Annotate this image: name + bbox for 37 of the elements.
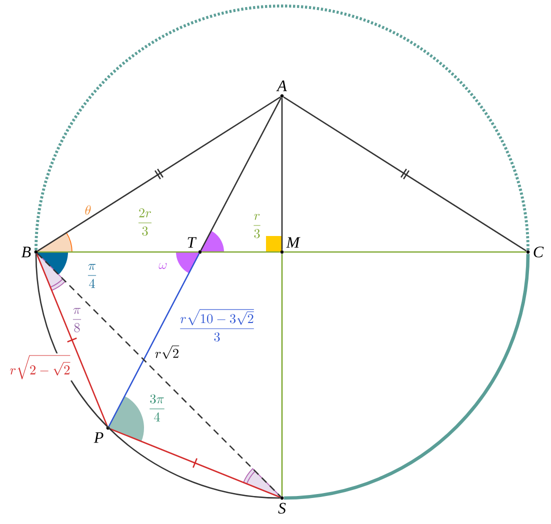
point: M	[280, 237, 300, 254]
line-segment	[38, 251, 198, 253]
arc	[284, 254, 530, 500]
node-label: A	[276, 80, 287, 92]
line-segment	[281, 254, 283, 496]
line-segment	[284, 251, 526, 253]
line-segment	[36, 254, 108, 426]
point: C	[526, 246, 544, 258]
point: B	[21, 246, 38, 258]
line-segment	[110, 428, 280, 498]
node-label: P	[94, 432, 104, 443]
point: T	[188, 237, 202, 254]
line-segment	[37, 96, 281, 252]
angle-label: $\frac{3\pi}{4}$	[150, 394, 164, 422]
node-label: B	[21, 246, 31, 258]
angle-label: $\frac{\pi}{8}$	[72, 308, 82, 332]
line-segment	[108, 253, 200, 427]
edge-label: $\frac{2r}{3}$	[138, 208, 152, 236]
line-segment	[281, 98, 283, 250]
node-label: T	[188, 237, 197, 248]
point: S	[278, 496, 286, 514]
line-segment	[283, 96, 527, 252]
node-label: C	[534, 246, 544, 258]
edge-label: $r\sqrt{2-\sqrt{2}}$	[10, 355, 70, 380]
line-segment	[200, 97, 282, 251]
edge-label: $\frac{r}{3}$	[254, 214, 260, 238]
line-segment	[202, 251, 280, 253]
point: P	[94, 426, 110, 443]
point: A	[276, 80, 287, 98]
node-label: M	[286, 237, 300, 248]
angle-label: $\theta$	[85, 205, 91, 215]
angle-label: $\omega$	[158, 262, 167, 269]
edge-label: $r\sqrt{2}$	[155, 346, 180, 359]
edge-label: $\frac{r\sqrt{10-3\sqrt{2}}}{3}$	[180, 309, 254, 342]
node-label: S	[278, 502, 286, 514]
arc	[34, 4, 530, 250]
angle-label: $\frac{\pi}{4}$	[88, 264, 96, 288]
